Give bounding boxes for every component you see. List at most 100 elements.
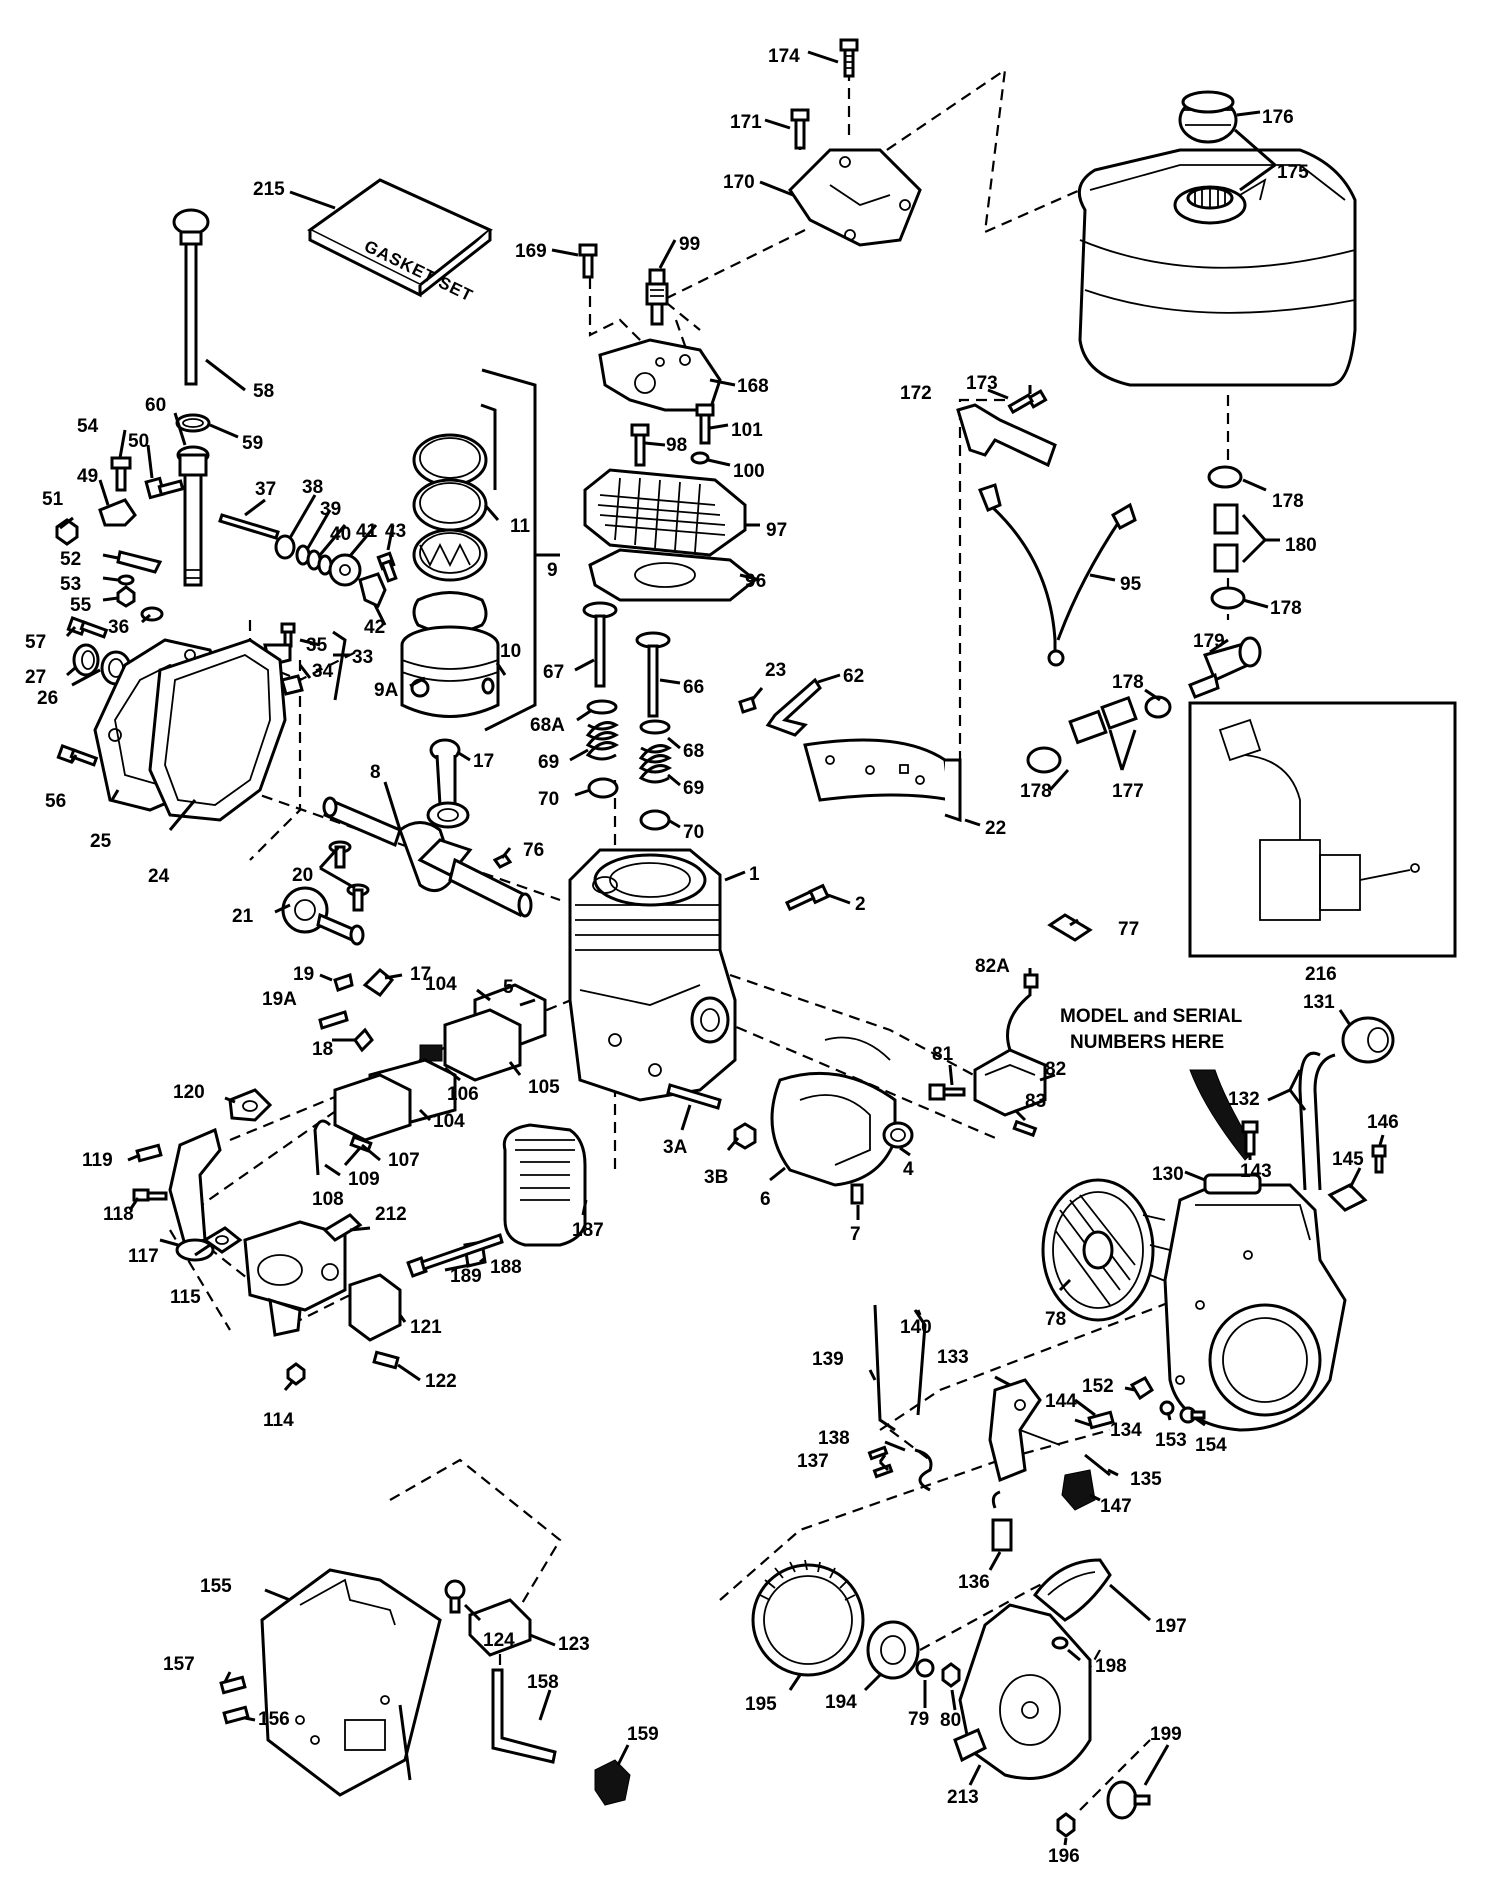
bolt-174-shape [839, 38, 859, 78]
label-70-b: 70 [683, 822, 704, 843]
label-178-b: 178 [1270, 598, 1302, 619]
label-157: 157 [163, 1654, 195, 1675]
link-52-shape [116, 550, 163, 574]
valves-66-67-shape [582, 601, 671, 718]
pin-37-shape [218, 513, 280, 540]
screw-57-shape [66, 616, 109, 639]
label-154: 154 [1195, 1435, 1227, 1456]
label-212: 212 [375, 1204, 407, 1225]
label-153: 153 [1155, 1430, 1187, 1451]
piston-rings-11-shape [412, 433, 488, 582]
tube-108-shape [313, 1119, 332, 1176]
label-132: 132 [1228, 1089, 1260, 1110]
bolt-173-shape [1007, 389, 1048, 415]
label-145: 145 [1332, 1149, 1364, 1170]
nut-196-shape [1056, 1812, 1076, 1838]
label-83: 83 [1025, 1091, 1046, 1112]
screw-119-shape [135, 1143, 163, 1163]
label-58: 58 [253, 381, 274, 402]
label-43: 43 [385, 521, 406, 542]
screw-146-shape [1371, 1144, 1387, 1174]
dipstick-tube-60-shape [176, 445, 210, 587]
gasket-115-shape [202, 1226, 243, 1254]
model-serial-note: MODEL and SERIAL NUMBERS HERE [1060, 1006, 1243, 1053]
spark-plug-99-shape [645, 268, 669, 326]
label-19A: 19A [262, 989, 297, 1010]
label-159: 159 [627, 1724, 659, 1745]
plate-49-shape [98, 498, 137, 527]
crankshaft-8-shape [322, 796, 533, 918]
bolt-50-shape [144, 476, 185, 500]
label-189: 189 [450, 1266, 482, 1287]
label-105: 105 [528, 1077, 560, 1098]
label-216: 216 [1305, 964, 1337, 985]
clip-77-shape [1047, 913, 1093, 942]
label-106: 106 [447, 1084, 479, 1105]
label-7: 7 [850, 1224, 861, 1245]
label-180: 180 [1285, 535, 1317, 556]
stud-3A-shape [666, 1083, 722, 1110]
stud-2-shape [784, 883, 830, 912]
label-152: 152 [1082, 1376, 1114, 1397]
blower-housing-130-shape [1163, 1173, 1347, 1432]
label-35: 35 [306, 635, 328, 656]
label-130: 130 [1152, 1164, 1184, 1185]
cap-70b-shape [639, 809, 671, 831]
label-109: 109 [348, 1169, 380, 1190]
label-20: 20 [292, 865, 313, 886]
label-39: 39 [320, 499, 341, 520]
label-108: 108 [312, 1189, 344, 1210]
label-173: 173 [966, 373, 998, 394]
screw-156-shape [222, 1705, 250, 1725]
label-213: 213 [947, 1787, 979, 1808]
wire-harness-95-shape [978, 483, 1137, 667]
gasket-120-shape [228, 1088, 273, 1122]
cylinder-head-97-shape [583, 468, 747, 557]
label-17-a: 17 [473, 751, 494, 772]
bracket-172-shape [956, 403, 1057, 468]
fuel-clamps-shape [1026, 465, 1262, 774]
label-21: 21 [232, 906, 254, 927]
label-133: 133 [937, 1347, 969, 1368]
label-62: 62 [843, 666, 864, 687]
nut-114-shape [286, 1362, 306, 1386]
label-169: 169 [515, 241, 547, 262]
gasket-set-box-215-shape [307, 178, 493, 298]
bracket-42-shape [358, 572, 387, 609]
reed-106-shape [419, 1044, 443, 1062]
label-120: 120 [173, 1082, 205, 1103]
label-119: 119 [82, 1150, 113, 1171]
reed-105-shape [443, 1008, 522, 1082]
cap-199-shape [1106, 1780, 1151, 1820]
label-34: 34 [312, 661, 334, 682]
label-195: 195 [745, 1694, 777, 1715]
label-196: 196 [1048, 1846, 1080, 1867]
label-76: 76 [523, 840, 544, 861]
label-146: 146 [1367, 1112, 1399, 1133]
pulley-194-shape [866, 1620, 920, 1680]
control-bracket-133-shape [988, 1378, 1061, 1483]
linkage-23-62-shape [738, 677, 822, 737]
label-81: 81 [932, 1044, 954, 1065]
washer-53-shape [117, 574, 135, 586]
label-82A: 82A [975, 956, 1010, 977]
label-143: 143 [1240, 1161, 1272, 1182]
washer-153-shape [1159, 1400, 1175, 1416]
plate-107-shape [333, 1073, 412, 1142]
gasket-96-shape [588, 548, 758, 602]
label-175: 175 [1277, 162, 1309, 183]
label-194: 194 [825, 1692, 857, 1713]
bolt-169-shape [578, 243, 598, 279]
label-134: 134 [1110, 1420, 1142, 1441]
label-177: 177 [1112, 781, 1144, 802]
label-140: 140 [900, 1317, 932, 1338]
label-53: 53 [60, 574, 81, 595]
link-140-shape [913, 1309, 927, 1416]
label-67: 67 [543, 662, 564, 683]
label-10: 10 [500, 641, 521, 662]
intake-117-shape [168, 1127, 222, 1262]
bolt-35-shape [280, 622, 296, 648]
spring-135-shape [1084, 1453, 1111, 1477]
label-135: 135 [1130, 1469, 1162, 1490]
knob-159-shape [594, 1759, 631, 1806]
